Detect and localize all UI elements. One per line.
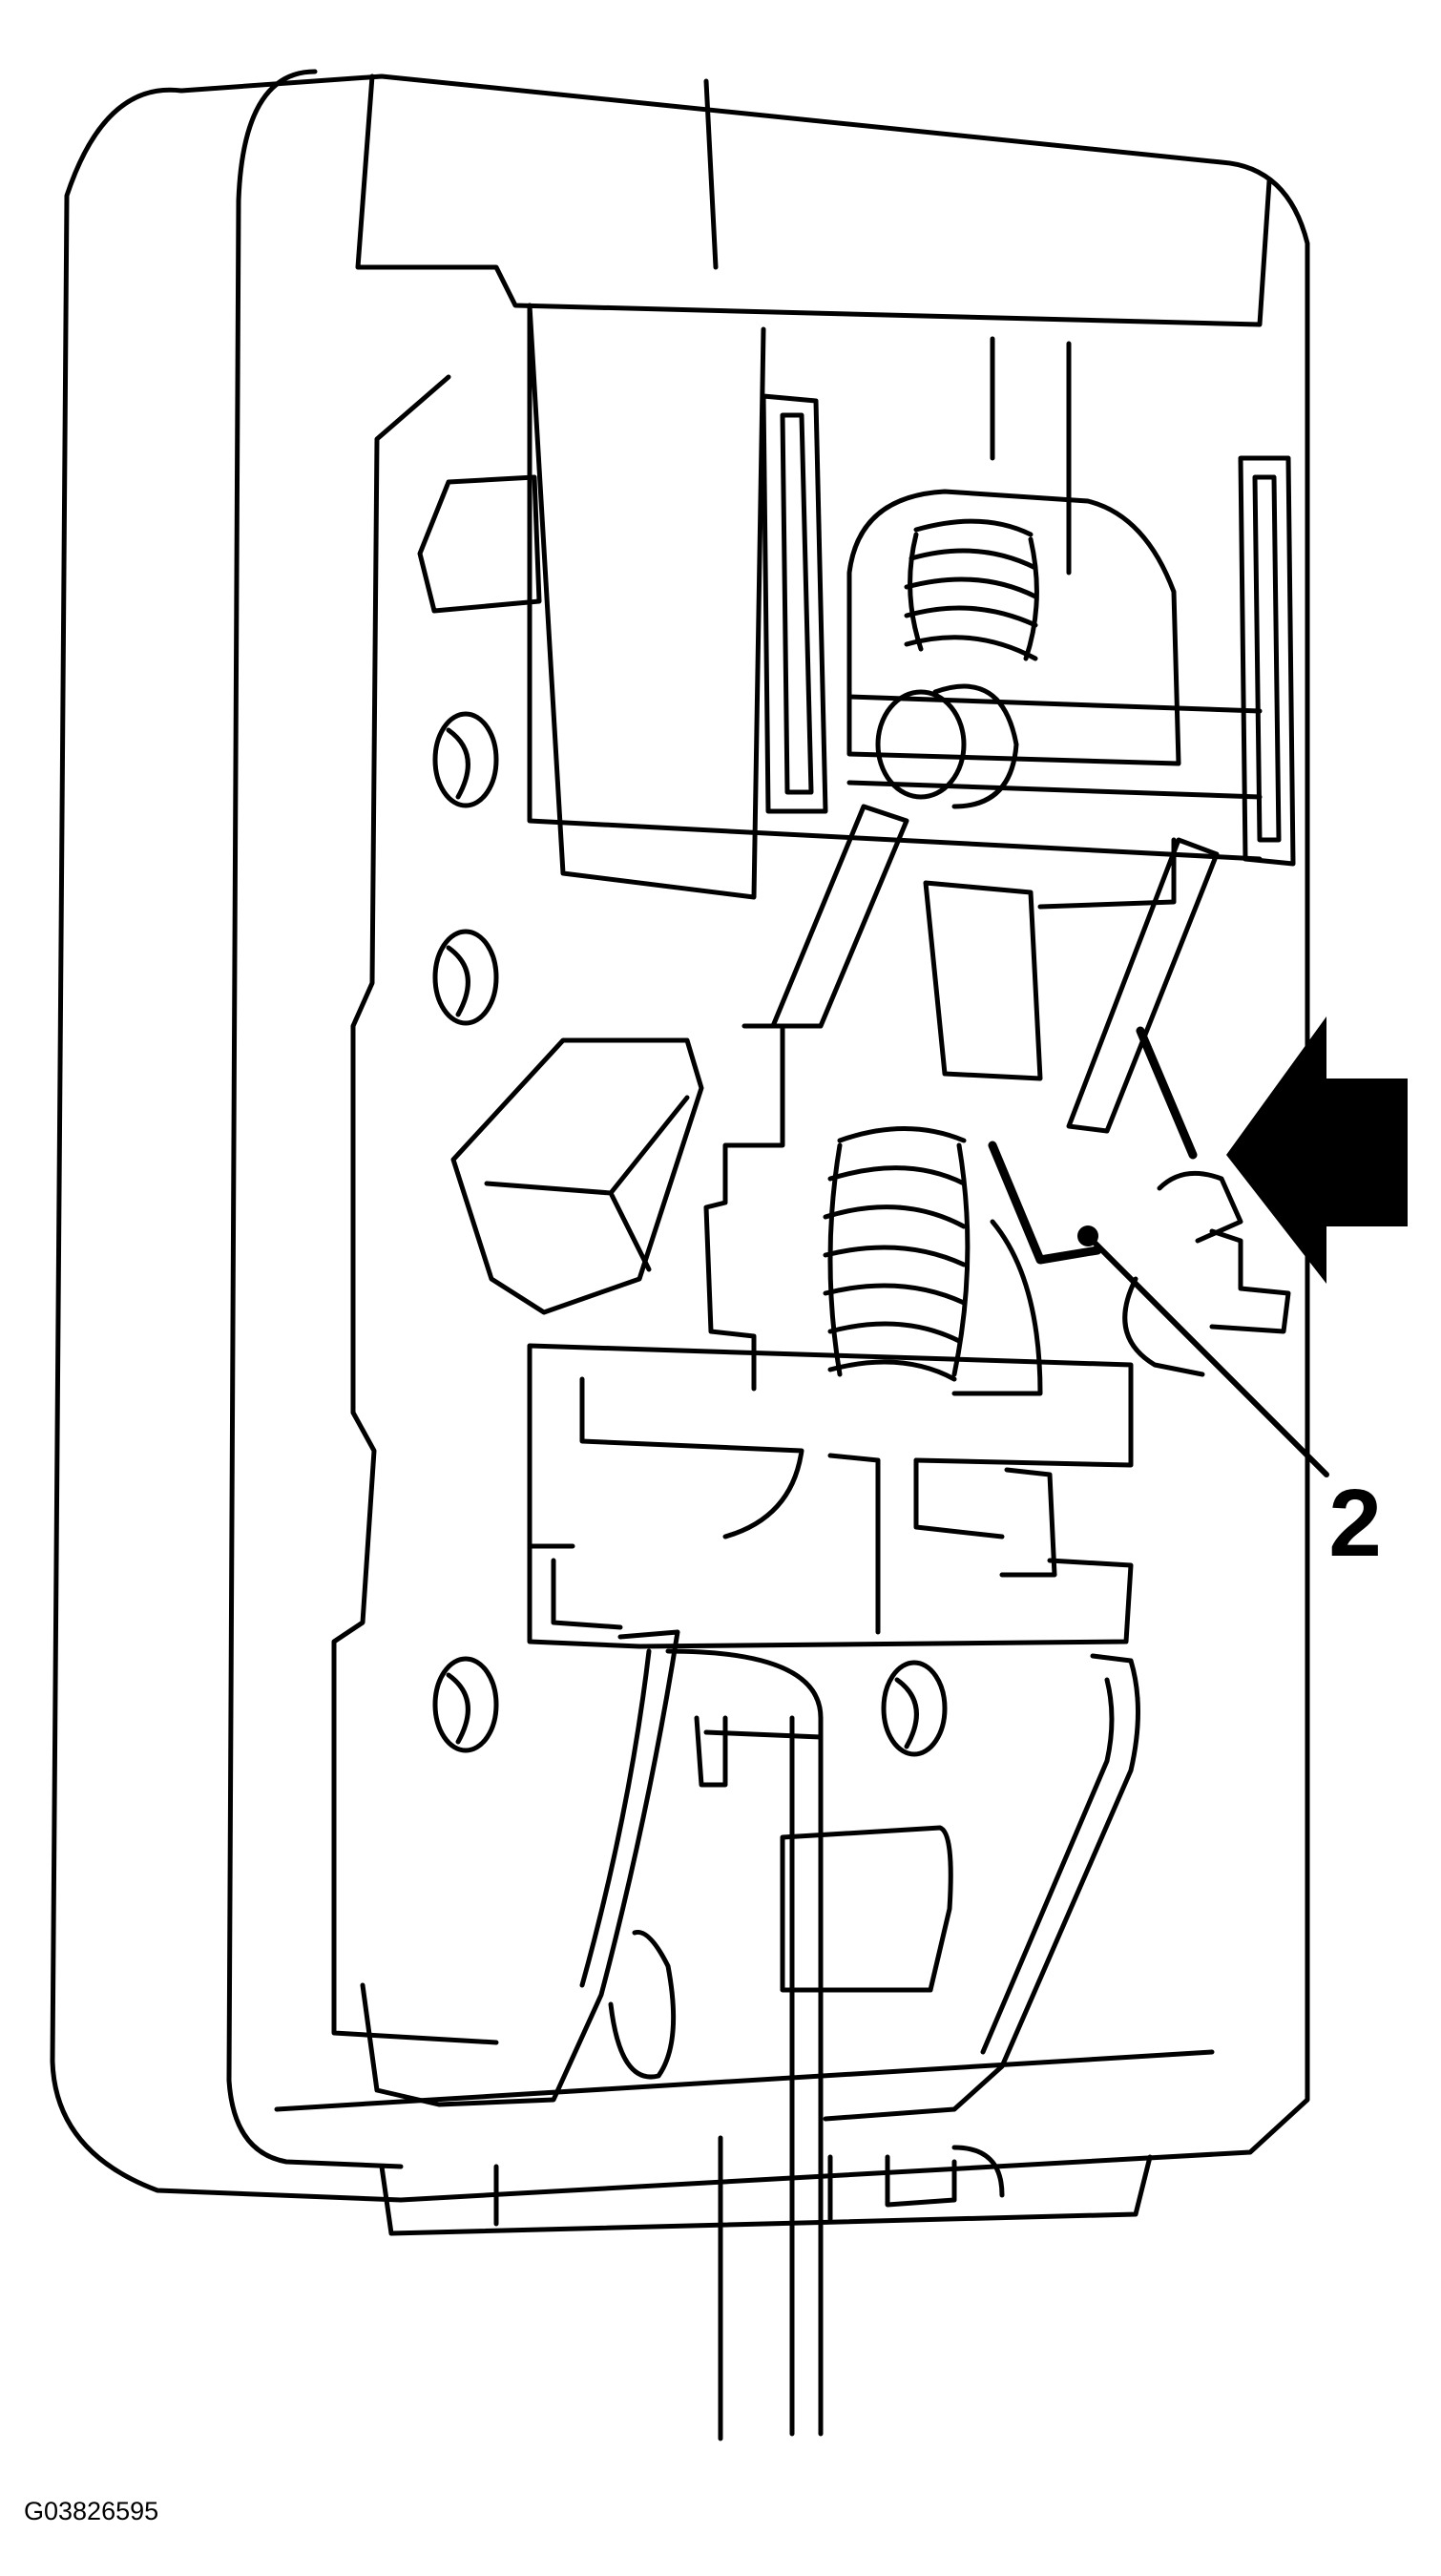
latch-claw-inner — [579, 1648, 652, 1988]
actuator-linkage — [1037, 837, 1177, 910]
mounting-plate-tab-top — [417, 474, 542, 614]
connector-clip — [1157, 1170, 1243, 1244]
callout-label: 2 — [1328, 1470, 1382, 1577]
lower-latch-bar — [527, 1543, 1134, 1649]
figure-id: G03826595 — [24, 2497, 158, 2525]
upper-block — [527, 303, 766, 900]
trigger-wedge — [450, 1037, 704, 1315]
right-claw-inner — [980, 1677, 1115, 2055]
base-plate — [379, 2154, 1153, 2236]
outer-housing — [50, 73, 1310, 2203]
slot-right-inner — [1252, 474, 1282, 843]
actuator-block — [923, 880, 1043, 1081]
mounting-hole-4-shade — [894, 1677, 919, 1749]
latch-claw — [360, 1629, 680, 2107]
frame-step — [703, 1023, 785, 1392]
mounting-hole-2-shade — [446, 945, 470, 1017]
connector-hook — [1122, 1276, 1205, 1377]
mounting-hole-1-shade — [446, 727, 470, 800]
lower-latch-bar-left — [551, 1558, 623, 1630]
cam-disc — [951, 1219, 1043, 1396]
stem-rod-left — [694, 1715, 728, 1788]
right-claw — [823, 1653, 1140, 2122]
lower-block — [780, 1825, 953, 1993]
release-lever — [988, 1141, 1102, 1265]
mounting-hole-2 — [432, 929, 499, 1026]
housing-inner-edge — [226, 69, 404, 2169]
line-art — [50, 69, 1329, 2441]
slot-left-inner — [780, 412, 814, 795]
actuator-arm-right — [1066, 837, 1220, 1134]
trigger-wedge-face — [484, 1095, 690, 1272]
lower-coil-spring — [823, 1126, 971, 1382]
mounting-hole-4 — [881, 1660, 948, 1757]
center-post — [827, 1453, 1005, 1635]
base-plate-detail — [493, 2154, 957, 2227]
stem-rod-center — [789, 1715, 824, 2437]
top-cover — [355, 73, 1272, 327]
roller — [608, 1929, 677, 2080]
pivot-cap — [932, 683, 1019, 809]
upper-coil-spring — [904, 518, 1039, 661]
upper-latch-bar-inner — [579, 1376, 804, 1539]
direction-arrow-icon — [1226, 1016, 1408, 1284]
pivot-rod — [846, 694, 1263, 800]
callout-2-leader — [1085, 1233, 1329, 1477]
mounting-hole-3-shade — [446, 1672, 470, 1745]
top-cover-seam — [703, 78, 719, 270]
slot-left-outer — [761, 393, 828, 814]
callout-2-dot — [1077, 1225, 1098, 1246]
release-rod — [1136, 1026, 1198, 1160]
slot-right-outer — [1238, 455, 1296, 867]
connector-body — [1209, 1228, 1291, 1334]
mounting-hole-3 — [432, 1656, 499, 1753]
actuator-arm-left — [770, 804, 909, 1029]
base-plate-cap — [951, 2145, 1005, 2198]
mounting-plate — [331, 374, 499, 2045]
center-post-side — [999, 1467, 1057, 1578]
pivot-ball — [875, 689, 967, 800]
upper-spring-housing — [846, 489, 1181, 766]
mounting-hole-1 — [432, 711, 499, 808]
housing-rim-line — [274, 2049, 1215, 2112]
